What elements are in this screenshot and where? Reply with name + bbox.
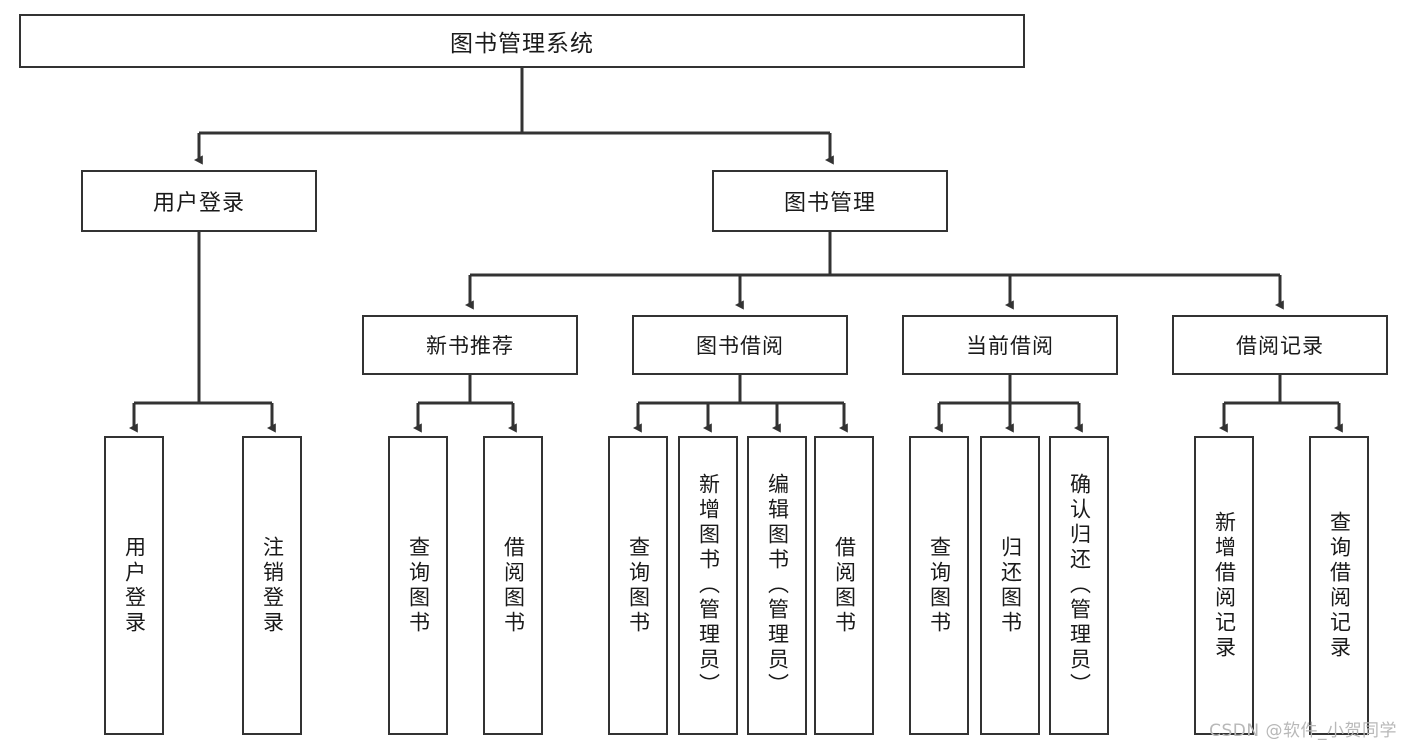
leaf-borrow-record-query-record[interactable]: 查询借阅记录 xyxy=(1309,436,1369,735)
node-book-management-label: 图书管理 xyxy=(783,191,876,216)
leaf-book-borrow-borrow-book-label: 借阅图书 xyxy=(832,535,857,636)
node-book-borrow-label: 图书借阅 xyxy=(696,334,784,358)
leaf-current-borrow-confirm-return-admin[interactable]: 确认归还（管理员） xyxy=(1049,436,1109,735)
leaf-book-borrow-add-book-admin-label: 新增图书（管理员） xyxy=(696,473,721,698)
node-book-management[interactable]: 图书管理 xyxy=(712,170,948,232)
node-new-book-recommend-label: 新书推荐 xyxy=(426,334,514,358)
node-current-borrow[interactable]: 当前借阅 xyxy=(902,315,1118,375)
node-book-borrow[interactable]: 图书借阅 xyxy=(632,315,848,375)
node-current-borrow-label: 当前借阅 xyxy=(966,334,1054,358)
node-borrow-record-label: 借阅记录 xyxy=(1236,334,1324,358)
leaf-user-login-login[interactable]: 用户登录 xyxy=(104,436,164,735)
leaf-user-login-login-label: 用户登录 xyxy=(122,535,147,636)
leaf-book-borrow-query-book[interactable]: 查询图书 xyxy=(608,436,668,735)
leaf-current-borrow-return-book[interactable]: 归还图书 xyxy=(980,436,1040,735)
leaf-book-borrow-query-book-label: 查询图书 xyxy=(626,535,651,636)
node-root-book-management-system[interactable]: 图书管理系统 xyxy=(19,14,1025,68)
node-user-login-label: 用户登录 xyxy=(152,191,245,216)
leaf-borrow-record-query-record-label: 查询借阅记录 xyxy=(1327,510,1352,661)
node-borrow-record[interactable]: 借阅记录 xyxy=(1172,315,1388,375)
leaf-new-book-borrow-book[interactable]: 借阅图书 xyxy=(483,436,543,735)
csdn-watermark: CSDN @软件_小贺同学 xyxy=(1209,721,1397,741)
leaf-borrow-record-add-record-label: 新增借阅记录 xyxy=(1212,510,1237,661)
leaf-current-borrow-query-book-label: 查询图书 xyxy=(927,535,952,636)
leaf-borrow-record-add-record[interactable]: 新增借阅记录 xyxy=(1194,436,1254,735)
leaf-book-borrow-add-book-admin[interactable]: 新增图书（管理员） xyxy=(678,436,738,735)
leaf-current-borrow-return-book-label: 归还图书 xyxy=(998,535,1023,636)
leaf-book-borrow-borrow-book[interactable]: 借阅图书 xyxy=(814,436,874,735)
node-user-login[interactable]: 用户登录 xyxy=(81,170,317,232)
leaf-current-borrow-confirm-return-admin-label: 确认归还（管理员） xyxy=(1067,473,1092,698)
node-new-book-recommend[interactable]: 新书推荐 xyxy=(362,315,578,375)
leaf-new-book-query-book[interactable]: 查询图书 xyxy=(388,436,448,735)
leaf-user-login-logout-label: 注销登录 xyxy=(260,535,285,636)
leaf-book-borrow-edit-book-admin[interactable]: 编辑图书（管理员） xyxy=(747,436,807,735)
leaf-current-borrow-query-book[interactable]: 查询图书 xyxy=(909,436,969,735)
leaf-book-borrow-edit-book-admin-label: 编辑图书（管理员） xyxy=(765,473,790,698)
leaf-new-book-borrow-book-label: 借阅图书 xyxy=(501,535,526,636)
leaf-new-book-query-book-label: 查询图书 xyxy=(406,535,431,636)
node-root-label: 图书管理系统 xyxy=(450,31,594,57)
leaf-user-login-logout[interactable]: 注销登录 xyxy=(242,436,302,735)
